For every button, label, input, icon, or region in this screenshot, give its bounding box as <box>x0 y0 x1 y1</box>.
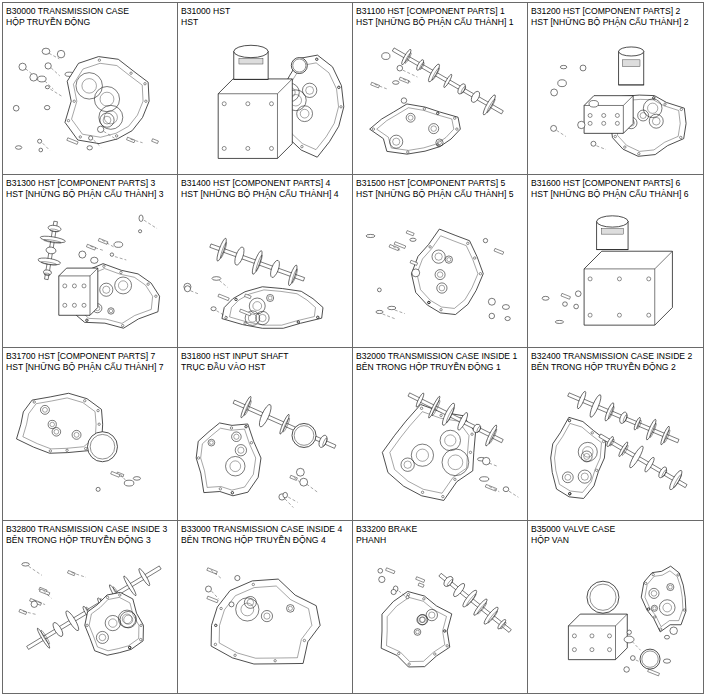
section-title-vi: HỘP TRUYỀN ĐỘNG <box>3 17 177 28</box>
section-title: B31700 HST [COMPONENT PARTS] 7 <box>3 348 177 362</box>
section-title: B30000 TRANSMISSION CASE <box>3 3 177 17</box>
catalog-cell: B33000 TRANSMISSION CASE INSIDE 4BÊN TRO… <box>177 520 353 694</box>
exploded-view <box>218 45 344 158</box>
exploded-view <box>378 568 511 667</box>
exploded-view <box>13 48 158 152</box>
section-title: B31300 HST [COMPONENT PARTS] 3 <box>3 175 177 189</box>
section-title-vi: HST <box>178 17 352 28</box>
section-title: B31400 HST [COMPONENT PARTS] 4 <box>178 175 352 189</box>
section-title: B32800 TRANSMISSION CASE INSIDE 3 <box>3 521 177 535</box>
section-title-vi: PHANH <box>353 535 527 546</box>
section-title-vi: HỘP VAN <box>528 535 703 546</box>
exploded-view <box>205 568 320 664</box>
section-title-vi: HST [NHỮNG BỘ PHẬN CẤU THÀNH] 1 <box>353 17 527 28</box>
exploded-view <box>366 229 510 321</box>
catalog-cell: B30000 TRANSMISSION CASEHỘP TRUYỀN ĐỘNG <box>2 2 178 175</box>
section-title-vi: TRỤC ĐẦU VÀO HST <box>178 362 352 373</box>
catalog-cell: B31400 HST [COMPONENT PARTS] 4HST [NHỮNG… <box>177 174 353 348</box>
exploded-view <box>184 237 323 328</box>
catalog-cell: B31700 HST [COMPONENT PARTS] 7HST [NHỮNG… <box>2 347 178 521</box>
section-title-vi: HST [NHỮNG BỘ PHẬN CẤU THÀNH] 6 <box>528 189 703 200</box>
section-title: B32400 TRANSMISSION CASE INSIDE 2 <box>528 348 703 362</box>
catalog-cell: B32000 TRANSMISSION CASE INSIDE 1BÊN TRO… <box>352 347 528 521</box>
exploded-view <box>370 48 504 154</box>
section-title: B31500 HST [COMPONENT PARTS] 5 <box>353 175 527 189</box>
catalog-cell: B31300 HST [COMPONENT PARTS] 3HST [NHỮNG… <box>2 174 178 348</box>
section-title-vi: BÊN TRONG HỘP TRUYỀN ĐỘNG 3 <box>3 535 177 546</box>
section-title-vi: HST [NHỮNG BỘ PHẬN CẤU THÀNH] 2 <box>528 17 703 28</box>
catalog-cell: B31500 HST [COMPONENT PARTS] 5HST [NHỮNG… <box>352 174 528 348</box>
catalog-cell: B31200 HST [COMPONENT PARTS] 2HST [NHỮNG… <box>527 2 704 175</box>
section-title: B31600 HST [COMPONENT PARTS] 6 <box>528 175 703 189</box>
exploded-view <box>542 216 672 325</box>
section-title: B31100 HST [COMPONENT PARTS] 1 <box>353 3 527 17</box>
section-title: B31800 HST INPUT SHAFT <box>178 348 352 362</box>
section-title: B35000 VALVE CASE <box>528 521 703 535</box>
catalog-cell: B31100 HST [COMPONENT PARTS] 1HST [NHỮNG… <box>352 2 528 175</box>
section-title-vi: HST [NHỮNG BỘ PHẬN CẤU THÀNH] 5 <box>353 189 527 200</box>
section-title: B31200 HST [COMPONENT PARTS] 2 <box>528 3 703 17</box>
catalog-cell: B31600 HST [COMPONENT PARTS] 6HST [NHỮNG… <box>527 174 704 348</box>
section-title-vi: HST [NHỮNG BỘ PHẬN CẤU THÀNH] 7 <box>3 362 177 373</box>
section-title-vi: BÊN TRONG HỘP TRUYỀN ĐỘNG 4 <box>178 535 352 546</box>
catalog-cell: B32400 TRANSMISSION CASE INSIDE 2BÊN TRO… <box>527 347 704 521</box>
catalog-cell: B32800 TRANSMISSION CASE INSIDE 3BÊN TRO… <box>2 520 178 694</box>
exploded-view <box>17 393 141 491</box>
exploded-view <box>382 392 518 500</box>
section-title-vi: BÊN TRONG HỘP TRUYỀN ĐỘNG 1 <box>353 362 527 373</box>
exploded-view <box>551 47 686 156</box>
section-title-vi: HST [NHỮNG BỘ PHẬN CẤU THÀNH] 3 <box>3 189 177 200</box>
section-title-vi: HST [NHỮNG BỘ PHẬN CẤU THÀNH] 4 <box>178 189 352 200</box>
exploded-view <box>38 215 160 328</box>
catalog-cell: B33200 BRAKEPHANH <box>352 520 528 694</box>
exploded-view <box>19 563 161 656</box>
catalog-cell: B31800 HST INPUT SHAFTTRỤC ĐẦU VÀO HST <box>177 347 353 521</box>
section-title: B31000 HST <box>178 3 352 17</box>
exploded-view <box>196 396 336 508</box>
catalog-cell: B31000 HSTHST <box>177 2 353 175</box>
section-title: B33000 TRANSMISSION CASE INSIDE 4 <box>178 521 352 535</box>
section-title: B32000 TRANSMISSION CASE INSIDE 1 <box>353 348 527 362</box>
section-title: B33200 BRAKE <box>353 521 527 535</box>
catalog-cell: B35000 VALVE CASEHỘP VAN <box>527 520 704 694</box>
exploded-view <box>568 566 686 676</box>
section-title-vi: BÊN TRONG HỘP TRUYỀN ĐỘNG 2 <box>528 362 703 373</box>
exploded-view <box>551 391 687 499</box>
